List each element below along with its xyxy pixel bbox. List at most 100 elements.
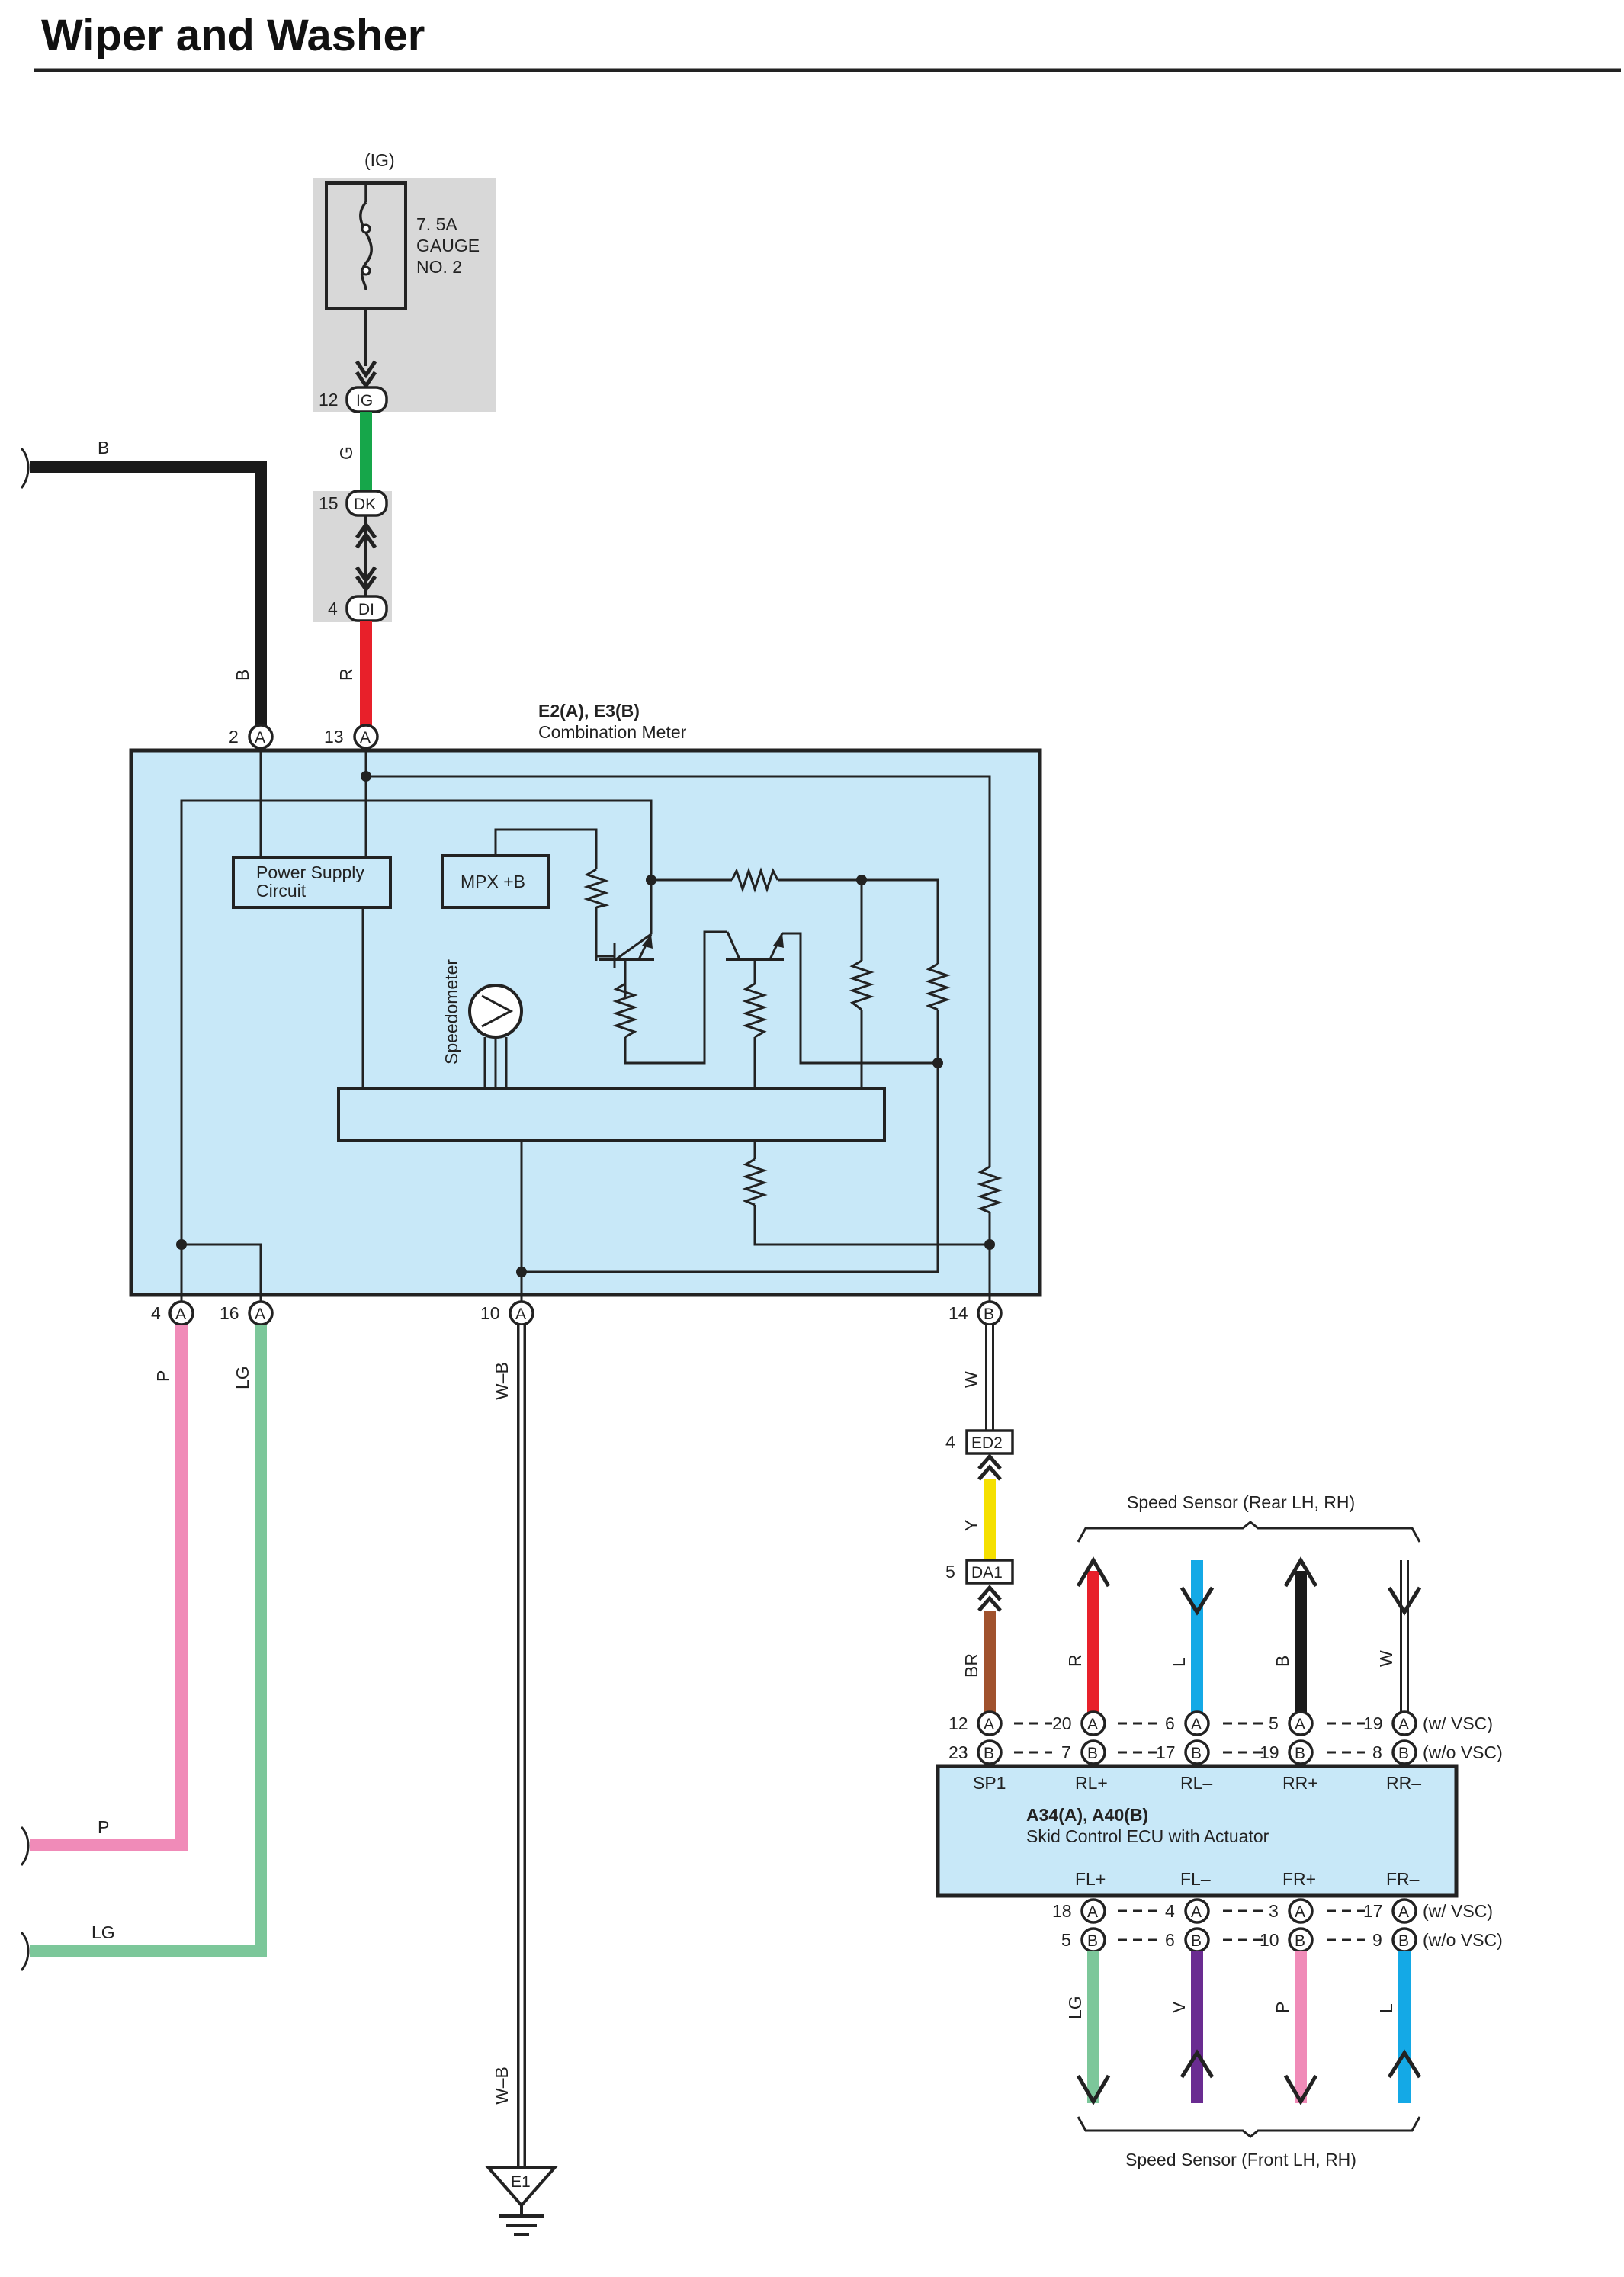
svg-text:B: B — [1295, 1745, 1305, 1762]
fuse-name-line2: NO. 2 — [416, 257, 462, 277]
wire-r-label: R — [336, 668, 356, 681]
wire-b — [30, 461, 267, 726]
svg-text:A: A — [1191, 1716, 1202, 1733]
svg-text:B: B — [1191, 1932, 1202, 1950]
svg-text:5: 5 — [1269, 1713, 1279, 1733]
power-supply-label-1: Power Supply — [256, 862, 364, 882]
arrow-down-icon — [1283, 2074, 1318, 2105]
svg-text:A: A — [255, 729, 265, 747]
wire-lg-label-bottom: LG — [91, 1922, 115, 1942]
front-sensor-brace — [1077, 2116, 1421, 2138]
wire-b-label: B — [233, 670, 252, 681]
svg-text:A: A — [515, 1306, 526, 1323]
svg-text:B: B — [1398, 1745, 1409, 1762]
arrow-up-icon — [1179, 2049, 1215, 2079]
svg-text:B: B — [1087, 1932, 1098, 1950]
svg-text:(w/ VSC): (w/ VSC) — [1423, 1901, 1493, 1921]
svg-text:B: B — [1398, 1932, 1409, 1950]
ecu-bottom-label-flm: FL– — [1180, 1869, 1211, 1889]
transistor-arrow-icon — [642, 934, 653, 949]
svg-text:A: A — [1191, 1903, 1202, 1921]
svg-text:L: L — [1376, 2003, 1396, 2013]
ecu-bottom-label-frm: FR– — [1386, 1869, 1420, 1889]
svg-text:16: 16 — [220, 1303, 239, 1323]
svg-text:4: 4 — [1165, 1901, 1175, 1921]
svg-text:W: W — [1376, 1650, 1396, 1667]
wire-p — [30, 1325, 188, 1851]
svg-text:A: A — [360, 729, 371, 747]
svg-text:(w/o VSC): (w/o VSC) — [1423, 1742, 1503, 1762]
power-supply-label-2: Circuit — [256, 881, 307, 901]
resistor-icon — [583, 867, 1003, 1214]
ground-icon — [499, 2205, 544, 2236]
svg-text:B: B — [1295, 1932, 1305, 1950]
wire-br-label: BR — [961, 1653, 981, 1678]
svg-text:18: 18 — [1052, 1901, 1072, 1921]
chevron-down-icon — [355, 566, 377, 593]
wire-lg — [30, 1325, 267, 1957]
combination-meter-box — [129, 748, 1042, 1297]
svg-text:19: 19 — [1363, 1713, 1383, 1733]
connector-da1 — [965, 1559, 1014, 1585]
svg-text:3: 3 — [1269, 1901, 1279, 1921]
meter-ref: E2(A), E3(B) — [538, 701, 640, 721]
ecu-name: Skid Control ECU with Actuator — [1026, 1826, 1269, 1846]
wire-p-label: P — [153, 1370, 173, 1382]
rear-sensor-brace — [1077, 1521, 1421, 1543]
wire-g-label: G — [336, 446, 356, 460]
svg-text:A: A — [984, 1716, 994, 1733]
connector-dk-pin: 15 — [319, 493, 339, 513]
svg-text:A: A — [1295, 1716, 1305, 1733]
wire-lg-label: LG — [233, 1366, 252, 1389]
chevron-up-icon — [977, 1453, 1002, 1481]
wire-wb-label: W–B — [492, 1362, 512, 1400]
transistor-arrow-icon — [773, 933, 784, 948]
svg-text:17: 17 — [1363, 1901, 1383, 1921]
svg-text:B: B — [984, 1745, 994, 1762]
svg-text:B: B — [1087, 1745, 1098, 1762]
wire-wb-label-bottom: W–B — [492, 2067, 512, 2105]
svg-text:A: A — [255, 1306, 265, 1323]
fuse-supply-label: (IG) — [364, 150, 395, 170]
ground-triangle-icon — [484, 2166, 559, 2208]
speedometer-icon — [468, 984, 523, 1039]
svg-text:4: 4 — [945, 1432, 955, 1452]
arrow-up-icon — [1283, 1556, 1318, 1588]
front-sensor-label: Speed Sensor (Front LH, RH) — [1125, 2150, 1356, 2169]
ecu-bottom-label-frp: FR+ — [1282, 1869, 1316, 1889]
fuse-rating: 7. 5A — [416, 214, 457, 234]
ground-label: E1 — [511, 2173, 531, 2191]
svg-text:A: A — [1295, 1903, 1305, 1921]
wire-break-icon — [20, 1826, 30, 1866]
arrow-down-icon — [1076, 2074, 1111, 2105]
ecu-top-label-rrp: RR+ — [1282, 1773, 1318, 1793]
rear-sensor-label: Speed Sensor (Rear LH, RH) — [1127, 1492, 1355, 1512]
arrow-down-icon — [1387, 1586, 1422, 1616]
wire-b-label-top: B — [98, 438, 109, 458]
meter-name: Combination Meter — [538, 722, 687, 742]
svg-text:5: 5 — [945, 1562, 955, 1582]
svg-text:20: 20 — [1052, 1713, 1072, 1733]
svg-text:A: A — [1398, 1716, 1409, 1733]
svg-text:B: B — [1273, 1656, 1292, 1667]
svg-text:14: 14 — [948, 1303, 968, 1323]
wire-w-label: W — [961, 1371, 981, 1388]
ecu-bottom-label-flp: FL+ — [1075, 1869, 1106, 1889]
page-title: Wiper and Washer — [41, 11, 425, 60]
svg-text:2: 2 — [229, 727, 239, 747]
connector-dk-code: DK — [354, 496, 376, 513]
svg-text:9: 9 — [1372, 1930, 1382, 1950]
svg-text:LG: LG — [1065, 1996, 1085, 2019]
speedometer-label: Speedometer — [441, 959, 461, 1065]
svg-text:8: 8 — [1372, 1742, 1382, 1762]
svg-text:A: A — [1398, 1903, 1409, 1921]
arrow-up-icon — [1076, 1556, 1111, 1588]
svg-text:17: 17 — [1156, 1742, 1176, 1762]
chevron-down-icon — [355, 360, 377, 390]
skid-control-ecu-box — [936, 1764, 1459, 1898]
svg-text:B: B — [984, 1306, 994, 1323]
svg-text:6: 6 — [1165, 1930, 1175, 1950]
